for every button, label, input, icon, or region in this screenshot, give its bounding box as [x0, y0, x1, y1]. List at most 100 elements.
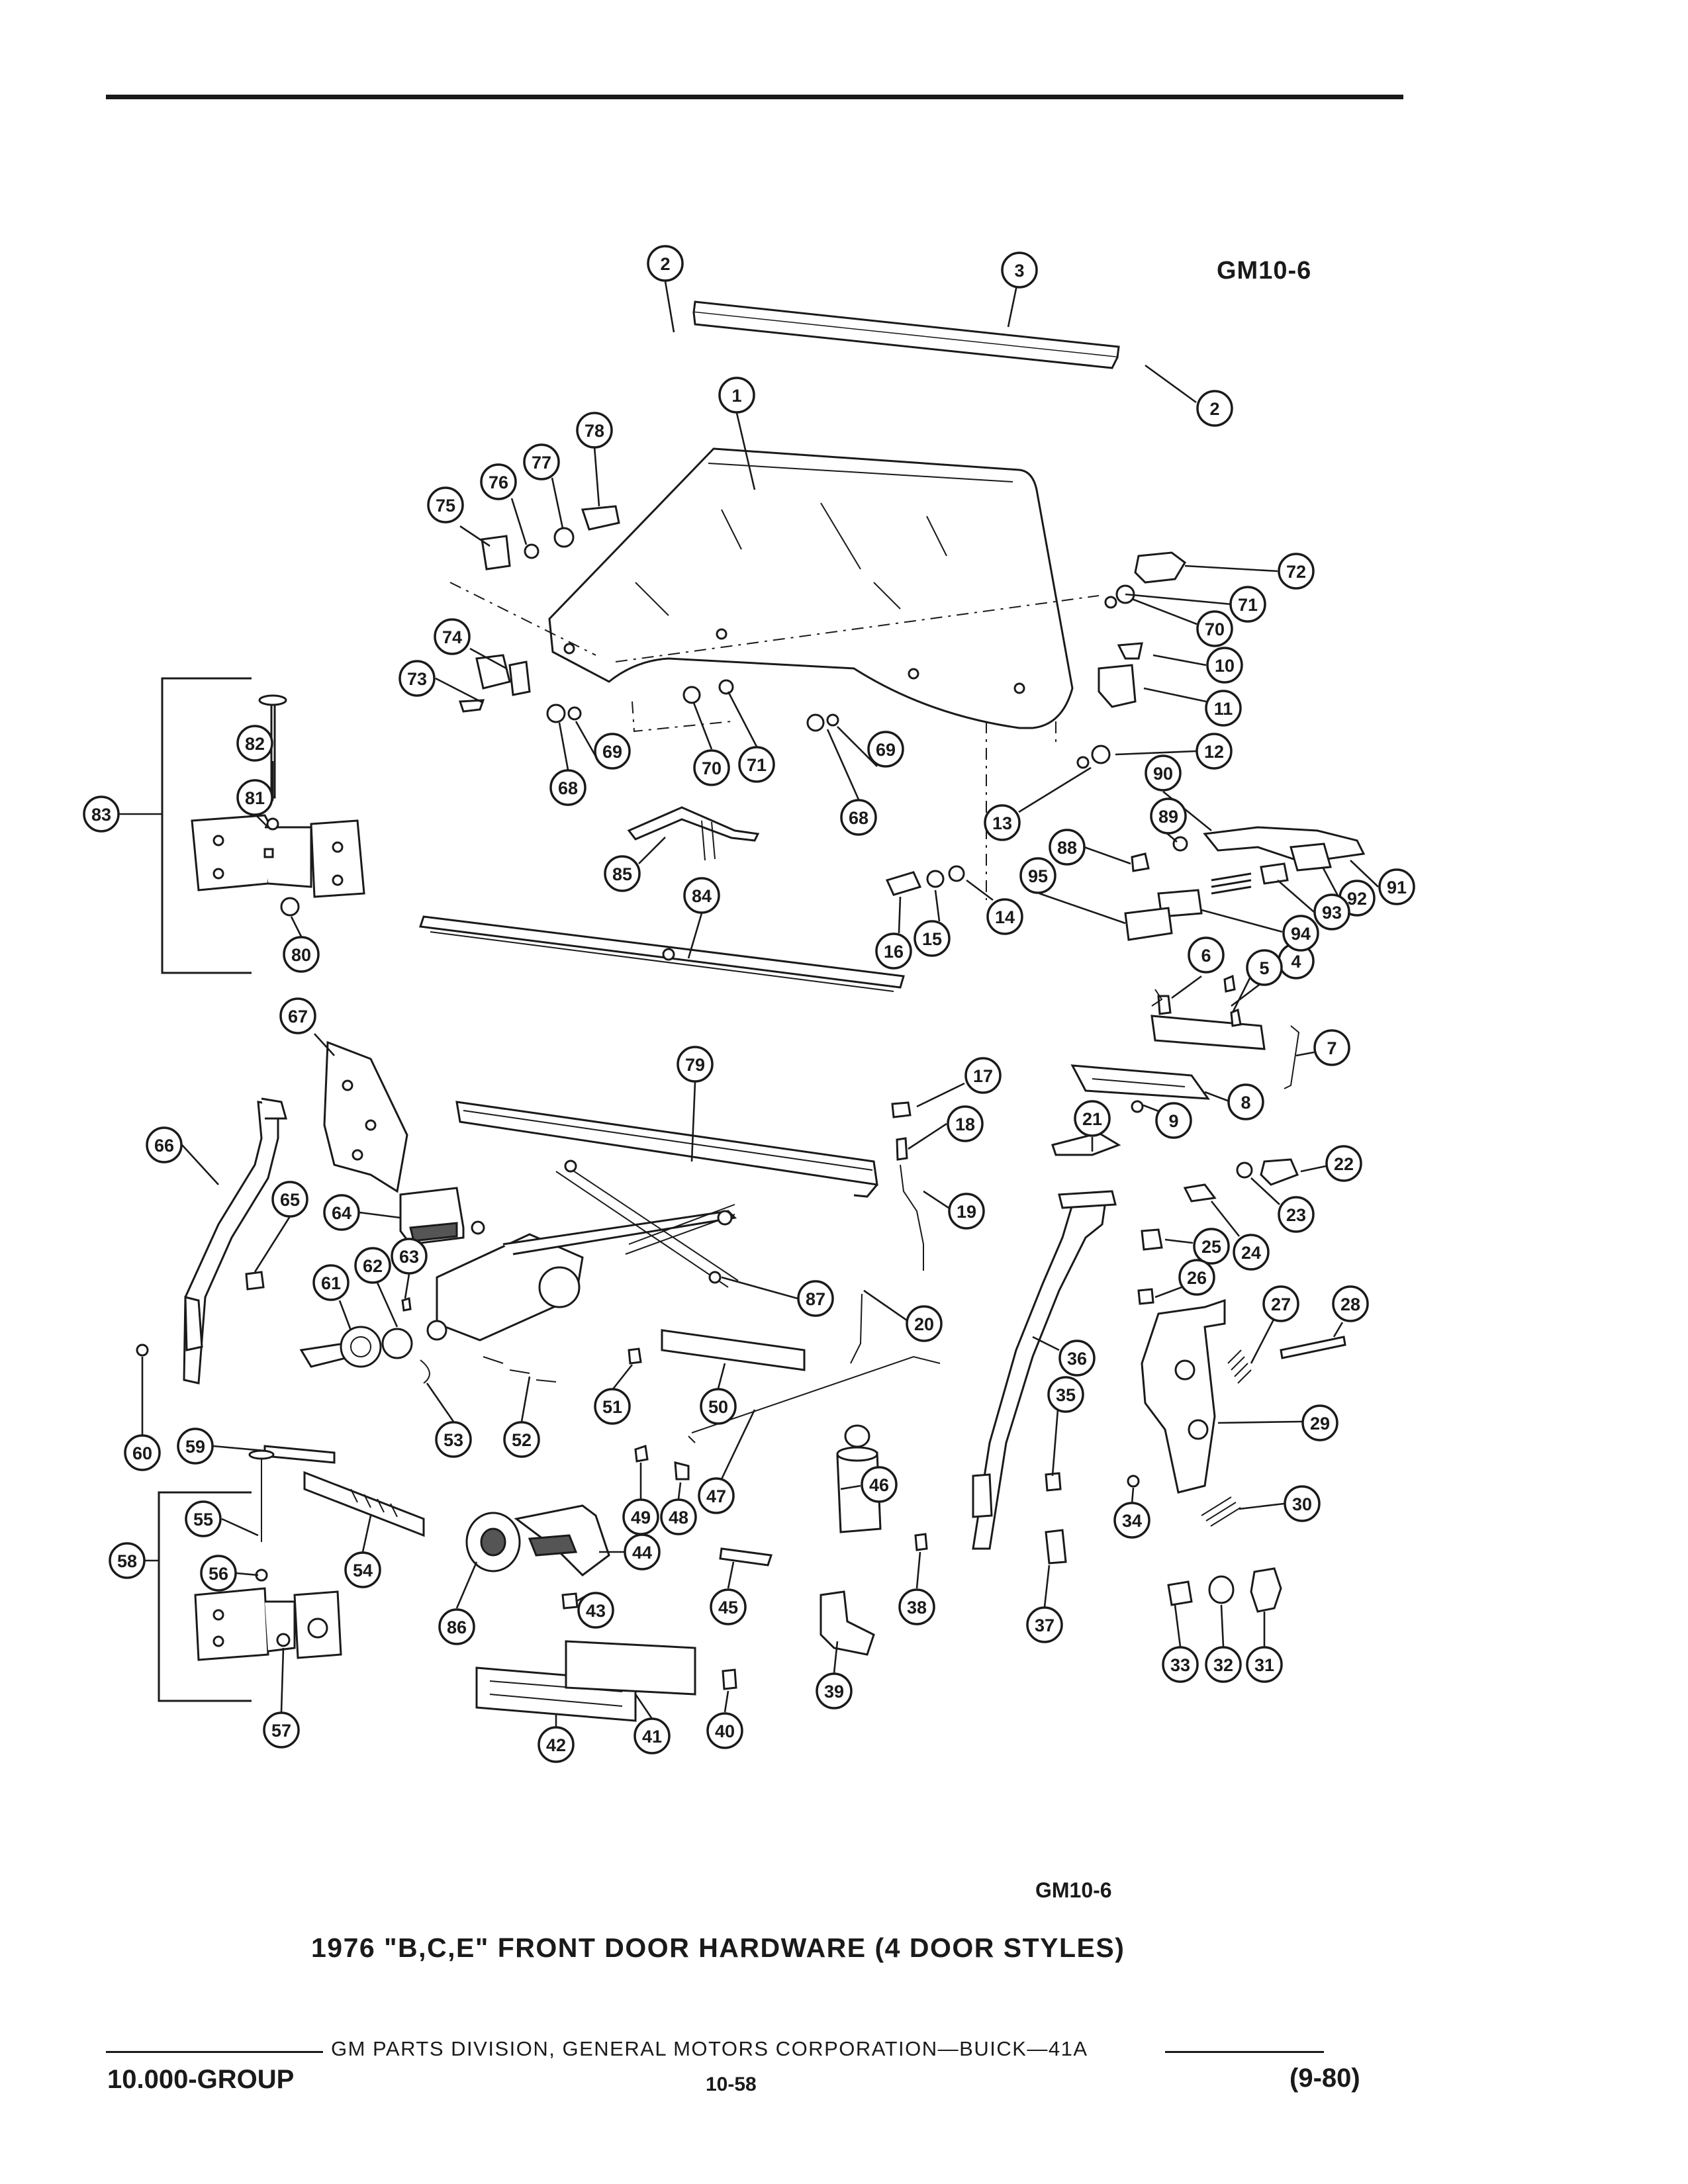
callout-32: 32 — [1205, 1646, 1242, 1683]
callout-circle — [1178, 1259, 1215, 1296]
callout-circle — [1113, 1502, 1150, 1539]
callout-2: 2 — [647, 245, 684, 282]
callout-circle — [594, 1388, 631, 1425]
callout-54: 54 — [344, 1551, 381, 1588]
window-regulator-part — [426, 1160, 739, 1383]
callout-83: 83 — [83, 796, 120, 833]
callout-circle — [538, 1726, 575, 1763]
callout-number: 56 — [209, 1564, 228, 1584]
callout-53: 53 — [435, 1421, 472, 1458]
callout-33: 33 — [1162, 1646, 1199, 1683]
callout-number: 8 — [1241, 1093, 1250, 1113]
callout-number: 20 — [914, 1314, 934, 1334]
callout-number: 92 — [1347, 889, 1367, 909]
callout-number: 50 — [708, 1397, 728, 1417]
callout-circle — [1282, 915, 1319, 952]
callout-number: 19 — [957, 1202, 976, 1222]
callout-number: 81 — [245, 788, 265, 808]
callout-89: 89 — [1150, 797, 1187, 835]
callout-number: 28 — [1340, 1295, 1360, 1314]
outside-handle-part — [1124, 826, 1366, 941]
callout-number: 68 — [558, 778, 578, 798]
callout-circle — [1019, 857, 1056, 894]
callout-number: 48 — [669, 1508, 688, 1527]
callout-circle — [816, 1672, 853, 1709]
callout-circle — [1155, 1102, 1192, 1139]
lock-cylinder-part — [1051, 1132, 1299, 1251]
callout-circle — [604, 855, 641, 892]
callout-circle — [700, 1388, 737, 1425]
footer-rule-right — [1165, 2051, 1324, 2053]
callout-number: 14 — [995, 907, 1015, 927]
callout-11: 11 — [1205, 690, 1242, 727]
figure-ref-top: GM10-6 — [1217, 257, 1312, 285]
callout-35: 35 — [1047, 1376, 1084, 1413]
callout-62: 62 — [354, 1247, 391, 1284]
callout-number: 40 — [715, 1721, 735, 1741]
callout-81: 81 — [236, 779, 273, 816]
callout-circle — [312, 1264, 350, 1301]
callout-number: 76 — [489, 473, 508, 492]
callout-number: 82 — [245, 734, 265, 754]
callouts: 1223456789101112131415161718192021222324… — [83, 245, 1415, 1763]
callout-29: 29 — [1301, 1404, 1338, 1441]
callout-70: 70 — [693, 749, 730, 786]
callout-number: 37 — [1035, 1615, 1055, 1635]
callout-number: 29 — [1310, 1414, 1330, 1433]
callout-circle — [698, 1477, 735, 1514]
callout-circle — [1206, 647, 1243, 684]
callout-circle — [124, 1434, 161, 1471]
rear-run-channel-part — [972, 1190, 1117, 1565]
counterbalance-spring-part — [303, 1471, 521, 1572]
callout-50: 50 — [700, 1388, 737, 1425]
callout-7: 7 — [1313, 1029, 1350, 1066]
callout-circle — [427, 486, 464, 523]
handle-bracket-part — [1070, 974, 1300, 1113]
callout-circle — [797, 1280, 834, 1317]
footer-credit: GM PARTS DIVISION, GENERAL MOTORS CORPOR… — [331, 2037, 1088, 2060]
callout-number: 88 — [1057, 838, 1077, 858]
callout-number: 65 — [280, 1190, 300, 1210]
callout-71: 71 — [1229, 586, 1266, 623]
glass-guide-hardware — [1076, 551, 1186, 769]
callout-number: 67 — [288, 1007, 308, 1026]
callout-number: 44 — [632, 1543, 652, 1563]
callout-number: 64 — [332, 1203, 352, 1223]
lock-bracket-part — [820, 1590, 875, 1656]
callout-number: 27 — [1271, 1295, 1291, 1314]
callout-number: 43 — [586, 1601, 606, 1621]
callout-40: 40 — [706, 1712, 743, 1749]
callout-number: 6 — [1201, 946, 1211, 966]
callout-circle — [549, 769, 586, 806]
callout-number: 49 — [631, 1508, 651, 1527]
callout-circle — [706, 1712, 743, 1749]
glass-run-channel-part — [455, 1101, 878, 1198]
motor-bracket-part — [136, 1187, 485, 1357]
callout-circle — [710, 1588, 747, 1625]
callout-number: 38 — [907, 1598, 927, 1617]
callout-63: 63 — [391, 1238, 428, 1275]
callout-number: 46 — [869, 1475, 889, 1495]
callout-69: 69 — [594, 733, 631, 770]
callout-number: 36 — [1067, 1349, 1087, 1369]
callout-17: 17 — [964, 1057, 1002, 1094]
callout-circle — [109, 1542, 146, 1579]
callout-number: 59 — [185, 1437, 205, 1457]
callout-circle — [83, 796, 120, 833]
callout-number: 15 — [922, 929, 942, 949]
door-lock-part — [1045, 1288, 1346, 1527]
callout-number: 42 — [546, 1735, 566, 1755]
callout-number: 35 — [1056, 1385, 1076, 1405]
callout-number: 11 — [1214, 699, 1233, 719]
callout-80: 80 — [283, 936, 320, 973]
callout-circle — [622, 1498, 659, 1535]
callout-circle — [391, 1238, 428, 1275]
callout-34: 34 — [1113, 1502, 1150, 1539]
callout-number: 86 — [447, 1617, 467, 1637]
callout-71: 71 — [738, 746, 775, 783]
callout-circle — [964, 1057, 1002, 1094]
callout-circle — [1150, 797, 1187, 835]
callout-circle — [947, 1105, 984, 1142]
callout-circle — [948, 1193, 985, 1230]
callout-21: 21 — [1074, 1100, 1111, 1137]
